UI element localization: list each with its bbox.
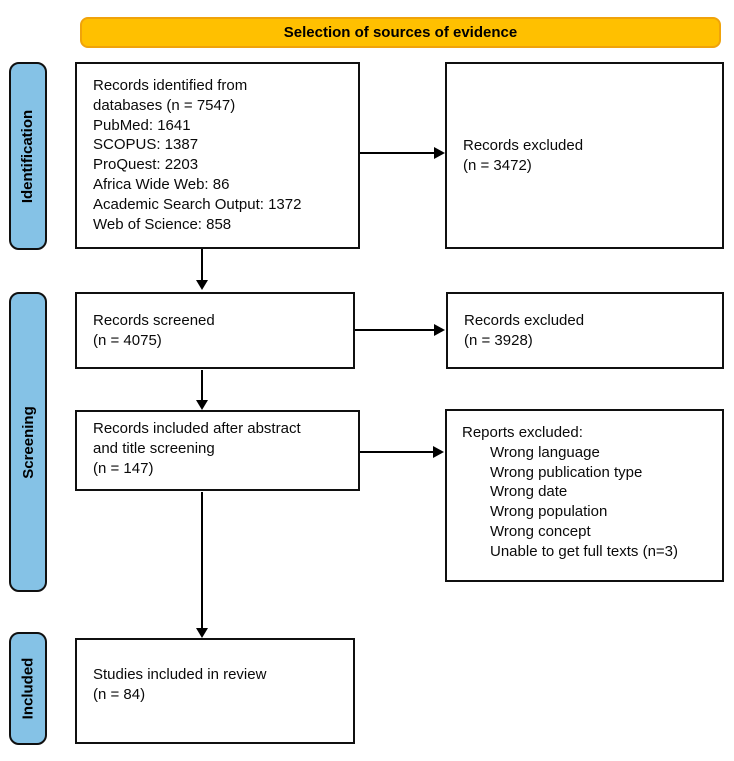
exclusion-reason: Wrong population xyxy=(490,503,608,521)
arrow-identified-to-excluded xyxy=(360,152,434,154)
stage-label-screening: Screening xyxy=(9,292,47,592)
arrow-abstract-to-reports-excluded xyxy=(360,451,433,453)
stage-label-screening-text: Screening xyxy=(19,405,37,479)
box-abstract-title-screening: Records included after abstract and titl… xyxy=(75,410,360,491)
arrow-abstract-to-included xyxy=(201,492,203,628)
exclusion-reason: Wrong language xyxy=(490,443,600,461)
box-reports-excluded: Reports excluded: Wrong language Wrong p… xyxy=(445,409,724,582)
arrow-screened-to-excluded xyxy=(355,329,434,331)
exclusion-reason: Wrong concept xyxy=(490,522,591,540)
arrow-identified-to-screened xyxy=(201,249,203,280)
arrow-screened-to-abstract xyxy=(201,370,203,400)
reports-excluded-header: Reports excluded: xyxy=(462,424,583,441)
exclusion-reason: Wrong publication type xyxy=(490,463,643,481)
box-records-identified: Records identified from databases (n = 7… xyxy=(75,62,360,249)
box-records-excluded-2: Records excluded (n = 3928) xyxy=(446,292,724,369)
box-studies-included: Studies included in review (n = 84) xyxy=(75,638,355,744)
reports-excluded-reason-list: Wrong language Wrong publication type Wr… xyxy=(490,443,716,562)
stage-label-identification-text: Identification xyxy=(19,109,37,203)
box-records-excluded-1: Records excluded (n = 3472) xyxy=(445,62,724,249)
exclusion-reason: Unable to get full texts (n=3) xyxy=(490,542,679,560)
stage-label-included-text: Included xyxy=(19,657,37,720)
diagram-title: Selection of sources of evidence xyxy=(80,17,721,48)
box-records-screened: Records screened (n = 4075) xyxy=(75,292,355,369)
exclusion-reason: Wrong date xyxy=(490,483,568,501)
stage-label-included: Included xyxy=(9,632,47,745)
stage-label-identification: Identification xyxy=(9,62,47,250)
